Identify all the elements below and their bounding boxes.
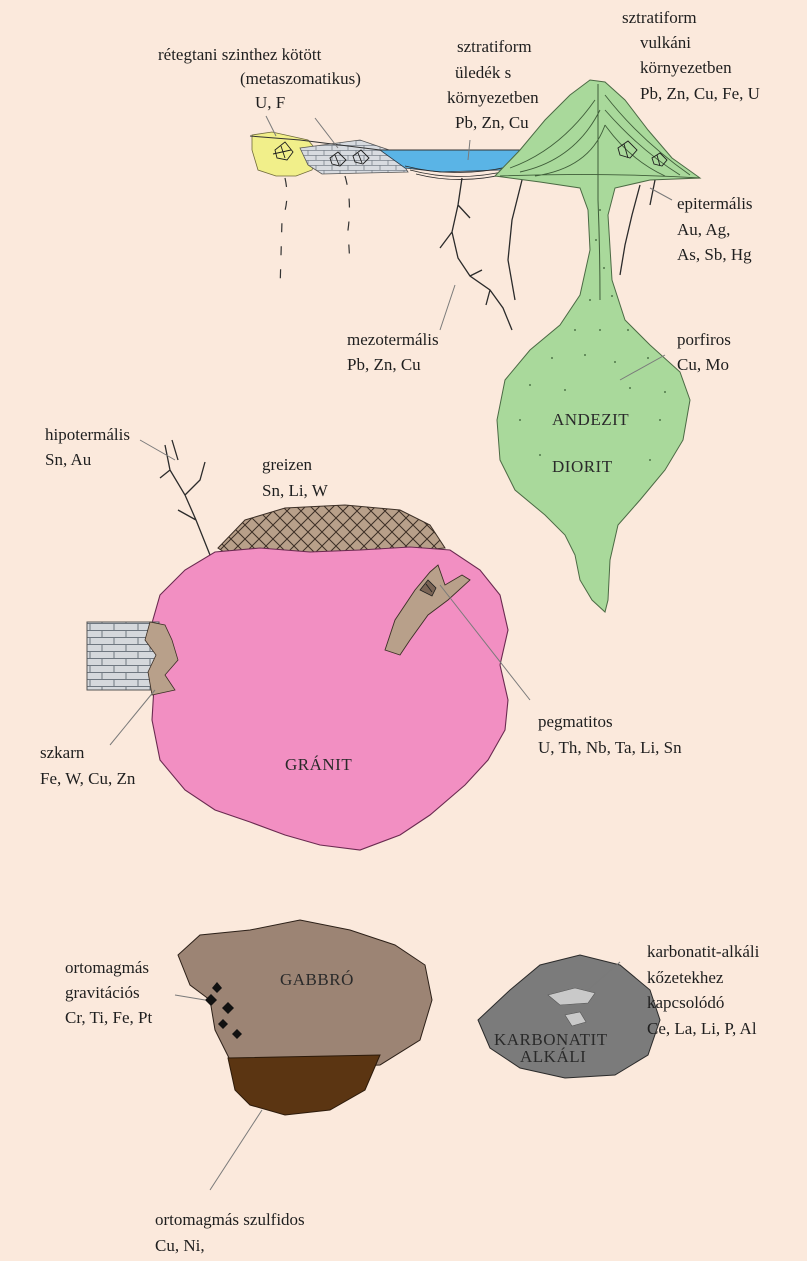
label-hypothermal-2: Sn, Au bbox=[45, 450, 92, 469]
label-strat-bound-1: rétegtani szinthez kötött bbox=[158, 45, 322, 64]
label-mesothermal-1: mezotermális bbox=[347, 330, 439, 349]
label-greisen-2: Sn, Li, W bbox=[262, 481, 329, 500]
label-epithermal-3: As, Sb, Hg bbox=[677, 245, 752, 264]
label-strat-sed-2: üledék s bbox=[455, 63, 511, 82]
label-strat-volc-3: környezetben bbox=[640, 58, 732, 77]
label-hypothermal-1: hipotermális bbox=[45, 425, 130, 444]
label-ortho-grav-2: gravitációs bbox=[65, 983, 140, 1002]
label-strat-sed-1: sztratiform bbox=[457, 37, 532, 56]
label-strat-volc-1: sztratiform bbox=[622, 8, 697, 27]
label-carb-alk-3: kapcsolódó bbox=[647, 993, 724, 1012]
label-carb-alk-2: kőzetekhez bbox=[647, 968, 724, 987]
label-carbonatite-2: ALKÁLI bbox=[520, 1047, 586, 1066]
label-strat-volc-2: vulkáni bbox=[640, 33, 691, 52]
label-pegmatite-1: pegmatitos bbox=[538, 712, 613, 731]
label-andesite: ANDEZIT bbox=[552, 410, 629, 429]
label-gabbro: GABBRÓ bbox=[280, 970, 354, 989]
label-strat-volc-4: Pb, Zn, Cu, Fe, U bbox=[640, 84, 760, 103]
label-epithermal-1: epitermális bbox=[677, 194, 753, 213]
label-pegmatite-2: U, Th, Nb, Ta, Li, Sn bbox=[538, 738, 682, 757]
label-ortho-grav-3: Cr, Ti, Fe, Pt bbox=[65, 1008, 152, 1027]
label-skarn-1: szkarn bbox=[40, 743, 85, 762]
label-strat-bound-2: (metaszomatikus) bbox=[240, 69, 361, 88]
label-ortho-sulf-2: Cu, Ni, bbox=[155, 1236, 205, 1255]
label-mesothermal-2: Pb, Zn, Cu bbox=[347, 355, 421, 374]
label-greisen-1: greizen bbox=[262, 455, 313, 474]
label-granite: GRÁNIT bbox=[285, 755, 352, 774]
label-epithermal-2: Au, Ag, bbox=[677, 220, 730, 239]
label-strat-sed-3: környezetben bbox=[447, 88, 539, 107]
label-skarn-2: Fe, W, Cu, Zn bbox=[40, 769, 136, 788]
label-porphyry-2: Cu, Mo bbox=[677, 355, 729, 374]
label-diorite: DIORIT bbox=[552, 457, 613, 476]
label-strat-sed-4: Pb, Zn, Cu bbox=[455, 113, 529, 132]
label-ortho-sulf-1: ortomagmás szulfidos bbox=[155, 1210, 305, 1229]
label-carb-alk-4: Ce, La, Li, P, Al bbox=[647, 1019, 757, 1038]
label-carb-alk-1: karbonatit-alkáli bbox=[647, 942, 760, 961]
label-porphyry-1: porfiros bbox=[677, 330, 731, 349]
label-ortho-grav-1: ortomagmás bbox=[65, 958, 149, 977]
label-strat-bound-3: U, F bbox=[255, 93, 285, 112]
